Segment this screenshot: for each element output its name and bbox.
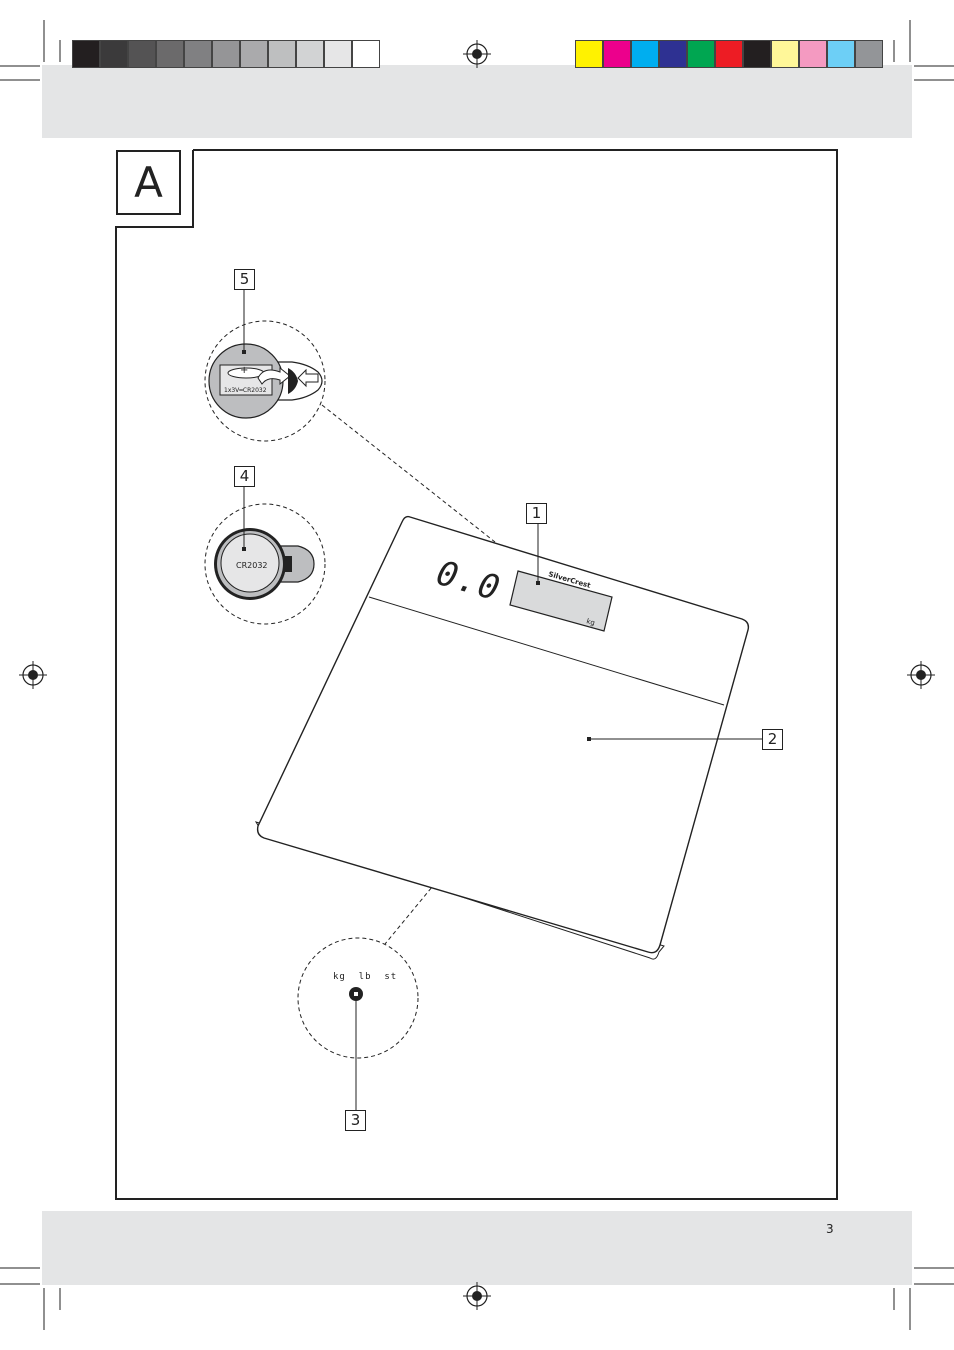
battery-insertion-detail: + 1x3V═CR2032 xyxy=(204,289,326,442)
color-swatch xyxy=(659,40,687,68)
callout-5: 5 xyxy=(234,269,255,290)
grayscale-swatch xyxy=(352,40,380,68)
color-swatch xyxy=(631,40,659,68)
color-swatch xyxy=(743,40,771,68)
callout-1: 1 xyxy=(526,503,547,524)
glass-platform xyxy=(256,515,750,954)
registration-mark-right xyxy=(907,661,935,689)
battery-installed-detail: CR2032 xyxy=(204,486,326,625)
grayscale-swatch xyxy=(212,40,240,68)
unit-labels: kg lb st xyxy=(333,972,397,982)
display-unit: kg xyxy=(585,617,595,627)
page-number: 3 xyxy=(826,1222,834,1236)
registration-mark-top xyxy=(463,40,491,68)
color-swatch xyxy=(799,40,827,68)
color-swatch xyxy=(603,40,631,68)
grayscale-swatch xyxy=(240,40,268,68)
figure-frame xyxy=(115,149,838,1200)
bathroom-scale: SilverCrest 0.0 kg xyxy=(254,515,762,960)
grayscale-swatch xyxy=(128,40,156,68)
grayscale-swatch xyxy=(72,40,100,68)
registration-mark-bottom xyxy=(463,1282,491,1310)
grayscale-swatch xyxy=(100,40,128,68)
color-swatch xyxy=(575,40,603,68)
crop-marks xyxy=(0,20,954,1330)
callout-4: 4 xyxy=(234,466,255,487)
color-swatch xyxy=(771,40,799,68)
grayscale-swatch xyxy=(324,40,352,68)
unit-switch-detail: kg lb st xyxy=(297,937,419,1111)
callout-3: 3 xyxy=(345,1110,366,1131)
battery-cell-label: CR2032 xyxy=(236,561,268,570)
press-arrow-icon xyxy=(297,368,319,388)
grayscale-swatch xyxy=(156,40,184,68)
grayscale-swatch xyxy=(268,40,296,68)
insert-arrow-icon xyxy=(257,366,291,386)
battery-compartment-label: 1x3V═CR2032 xyxy=(224,387,267,394)
grayscale-swatch xyxy=(184,40,212,68)
color-swatch xyxy=(715,40,743,68)
registration-mark-left xyxy=(19,661,47,689)
color-swatch xyxy=(827,40,855,68)
battery-polarity: + xyxy=(240,365,248,376)
section-letter-label: A xyxy=(116,150,181,215)
platform-divider-line xyxy=(368,596,725,706)
footer-band xyxy=(42,1211,912,1285)
color-swatch xyxy=(687,40,715,68)
color-swatch xyxy=(855,40,883,68)
header-band xyxy=(42,65,912,138)
grayscale-swatch xyxy=(296,40,324,68)
callout-2: 2 xyxy=(762,729,783,750)
